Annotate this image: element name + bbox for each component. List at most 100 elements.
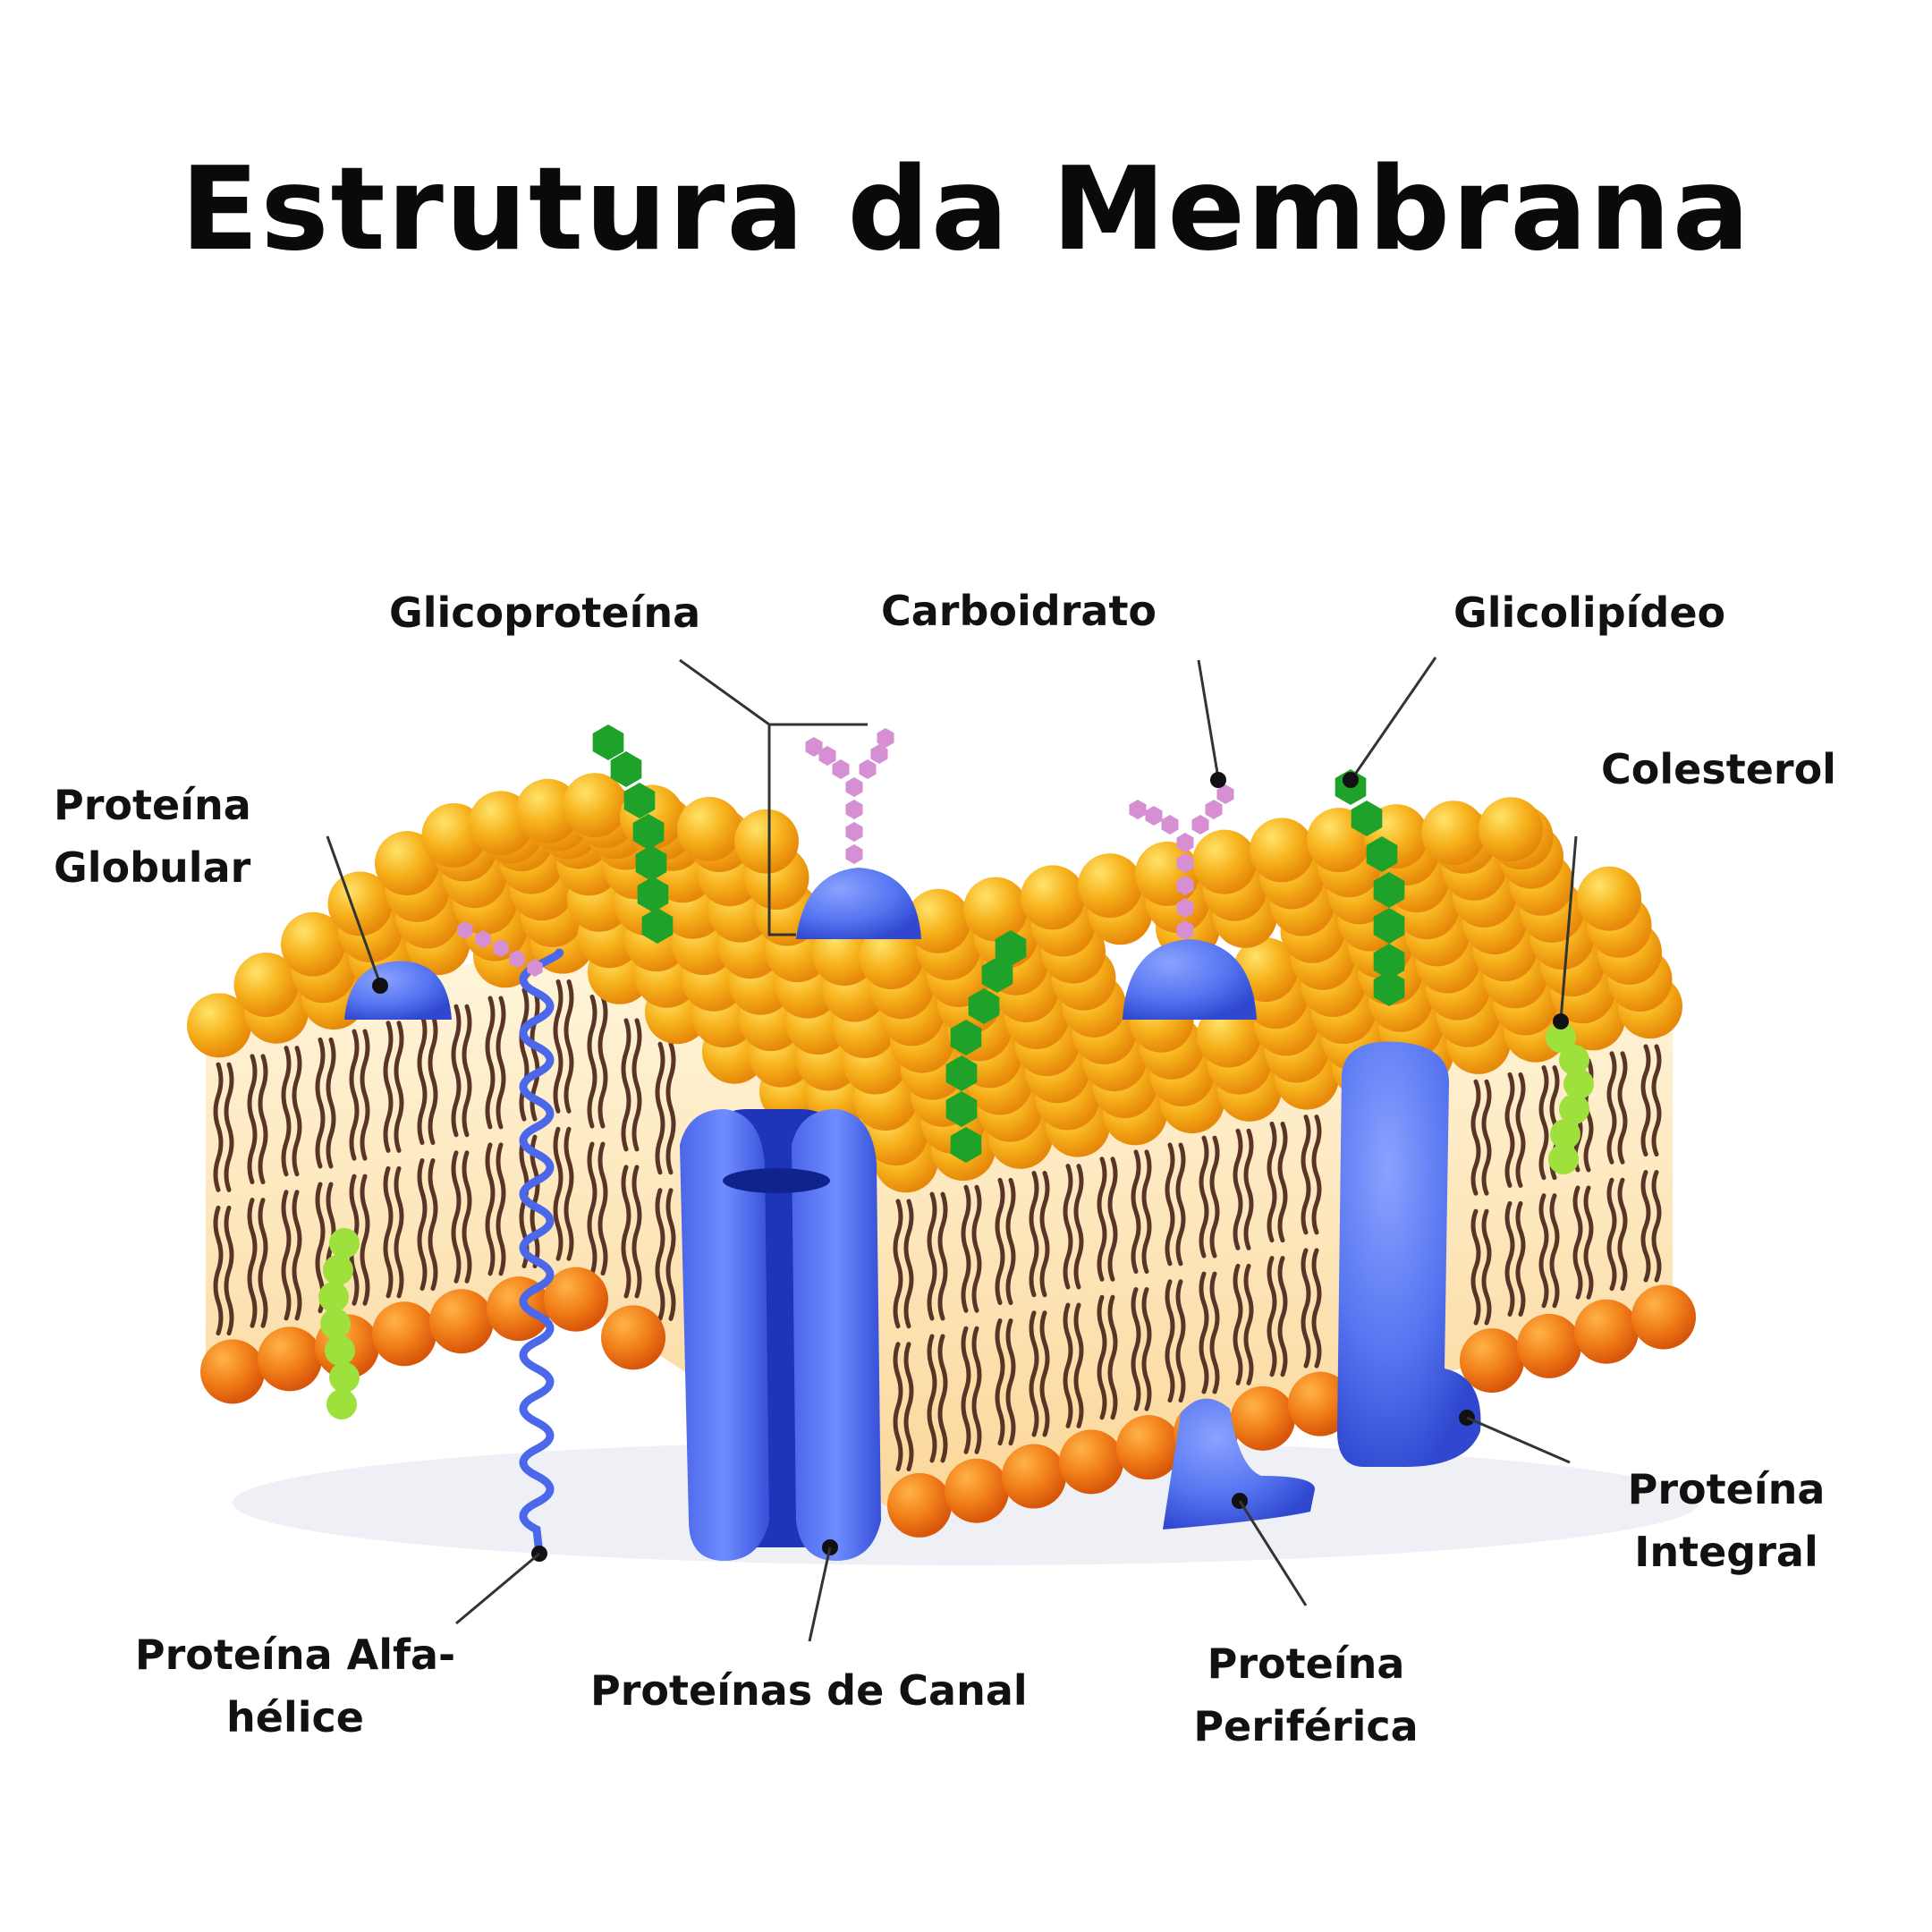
alpha-helix-protein <box>519 948 564 1558</box>
cholesterol-bead <box>318 1282 349 1312</box>
sugar-unit <box>832 759 850 779</box>
cholesterol-molecules <box>318 1022 1594 1419</box>
lipid-tail <box>587 994 597 1276</box>
lipid-tail <box>1617 1051 1628 1292</box>
lipid-tail <box>1481 1079 1492 1326</box>
lipid-tail <box>1141 1149 1152 1411</box>
globular-protein <box>344 961 452 1020</box>
cholesterol-bead <box>325 1335 355 1366</box>
lipid-head-upper <box>1192 829 1257 894</box>
glycoprotein-carbohydrate <box>805 728 894 864</box>
sugar-unit <box>818 746 836 766</box>
lipid-head-lower <box>200 1339 265 1404</box>
label-proteina-periferica: Proteína Periférica <box>1190 1632 1422 1758</box>
lipid-head-upper <box>1479 797 1543 862</box>
lipid-tail <box>553 979 564 1261</box>
lipid-head-upper <box>1021 865 1085 930</box>
lipid-head-upper <box>233 953 299 1018</box>
lipid-tail <box>1243 1128 1254 1385</box>
lipid-tail <box>258 1054 268 1328</box>
cholesterol-bead <box>326 1389 357 1419</box>
lipid-tail <box>903 1199 914 1471</box>
lipid-tail <box>1039 1170 1050 1437</box>
lipid-head-upper <box>1078 853 1142 919</box>
lipid-tail <box>927 1191 937 1463</box>
sugar-unit <box>845 777 863 797</box>
lipid-tail <box>961 1184 971 1454</box>
lipid-head-lower <box>945 1458 1009 1523</box>
sugar-unit <box>845 844 863 864</box>
sugar-unit <box>1373 872 1405 908</box>
lipid-tails <box>213 979 1662 1471</box>
cholesterol-bead <box>1550 1119 1580 1149</box>
leader-dots <box>372 772 1569 1030</box>
label-proteina-integral-line1: Proteína <box>1627 1465 1826 1513</box>
lipid-head-lower <box>429 1289 494 1354</box>
sugar-unit <box>1205 800 1223 819</box>
cholesterol-bead <box>1548 1144 1579 1174</box>
lipid-head-upper <box>1577 866 1641 931</box>
sugar-unit <box>1129 800 1147 819</box>
lipid-head-upper <box>906 888 970 953</box>
lipid-tail <box>1651 1044 1662 1283</box>
sugar-unit <box>1366 836 1398 872</box>
lipid-head-upper <box>963 877 1028 942</box>
sugar-unit <box>995 930 1027 966</box>
sugar-unit <box>610 751 642 787</box>
lipid-tail <box>1301 1114 1311 1368</box>
sugar-unit <box>1145 806 1163 826</box>
lipid-tail <box>1073 1164 1084 1428</box>
glycolipid-chains <box>592 724 1405 1163</box>
lipid-tail <box>417 1013 428 1292</box>
sugar-unit <box>945 1091 978 1127</box>
lipid-tail <box>428 1013 438 1292</box>
cholesterol-bead <box>323 1255 353 1285</box>
lipid-head-lower <box>1574 1299 1639 1364</box>
lipid-head-lower <box>1059 1429 1123 1495</box>
lipid-tail <box>1029 1170 1039 1437</box>
channel-proteins <box>680 1109 881 1561</box>
lipid-tail <box>893 1199 903 1471</box>
label-proteina-alfa-helice: Proteína Alfa- hélice <box>130 1623 461 1749</box>
lipid-head-lower <box>1460 1328 1524 1394</box>
lipid-tail <box>1209 1135 1220 1394</box>
lipid-head-upper <box>1421 801 1486 866</box>
sugar-unit <box>1216 784 1234 804</box>
lipid-head-upper <box>734 809 799 874</box>
cholesterol-bead <box>1563 1069 1594 1099</box>
lipid-tail <box>1199 1135 1209 1394</box>
sugar-unit <box>1351 801 1383 836</box>
sugar-unit <box>968 988 1000 1024</box>
cholesterol-bead <box>329 1228 360 1258</box>
lipid-tail <box>281 1046 292 1321</box>
lipid-tail <box>247 1054 258 1328</box>
lipid-tail <box>564 979 574 1261</box>
lipid-tail <box>1470 1079 1481 1326</box>
label-proteina-periferica-line2: Periférica <box>1193 1702 1419 1750</box>
lipid-heads-lower <box>200 1267 1696 1538</box>
sugar-unit <box>945 1055 978 1091</box>
lipid-tail <box>631 1018 642 1299</box>
sugar-unit <box>981 957 1013 993</box>
carbohydrate-helix <box>457 921 543 977</box>
sugar-unit <box>623 783 656 818</box>
lipid-tail <box>1277 1121 1288 1377</box>
lipid-head-upper <box>515 778 580 843</box>
cholesterol-bead <box>329 1362 360 1393</box>
lipid-head-upper <box>327 871 393 936</box>
sugar-unit <box>493 939 509 957</box>
label-proteina-alfa-helice-line2: hélice <box>226 1693 364 1741</box>
lipid-tail <box>485 996 496 1276</box>
lipid-tail <box>937 1191 948 1463</box>
lipid-tail <box>1005 1177 1016 1446</box>
label-proteina-integral: Proteína Integral <box>1619 1458 1834 1583</box>
sugar-unit <box>527 959 543 977</box>
lipid-tail <box>451 1004 462 1284</box>
lipid-tail <box>1063 1164 1073 1428</box>
lipid-head-upper <box>375 831 439 896</box>
sugar-unit <box>635 845 667 881</box>
lipid-head-lower <box>1288 1371 1352 1436</box>
sugar-unit <box>475 930 491 948</box>
lipid-head-upper <box>563 773 627 838</box>
lipid-tail <box>621 1018 631 1299</box>
